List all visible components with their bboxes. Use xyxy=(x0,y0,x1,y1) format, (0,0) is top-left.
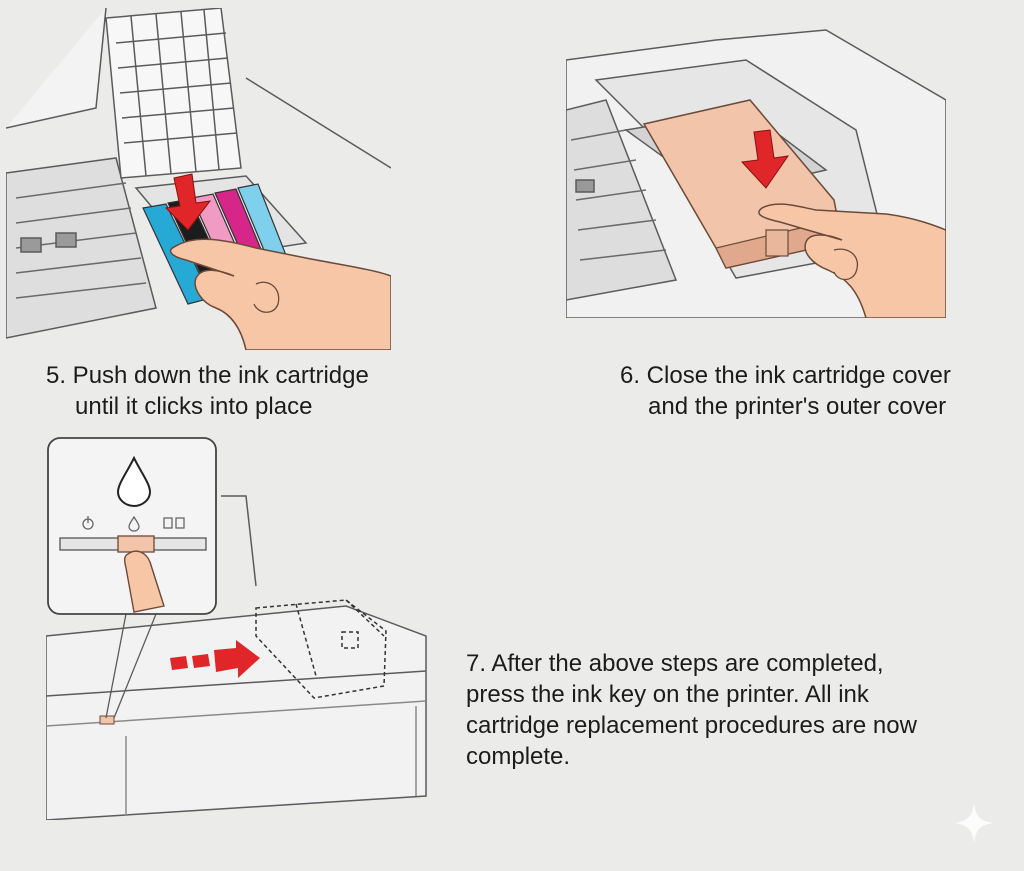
step5-line1: 5. Push down the ink cartridge xyxy=(46,362,369,389)
step6-line1: 6. Close the ink cartridge cover xyxy=(620,362,951,389)
step7-caption: 7. After the above steps are completed, … xyxy=(466,648,917,772)
ink-key xyxy=(117,535,155,553)
step6-illustration xyxy=(566,20,946,318)
slide-arrow xyxy=(170,640,260,678)
close-cover-arrow xyxy=(740,129,790,189)
step7-line3: cartridge replacement procedures are now xyxy=(466,712,917,739)
step7-line4: complete. xyxy=(466,743,571,770)
step7-line2: press the ink key on the printer. All in… xyxy=(466,681,869,708)
paper-icon xyxy=(163,517,173,529)
step7-illustration xyxy=(46,436,436,820)
step5-line2: until it clicks into place xyxy=(75,393,313,420)
ink-drop-icon xyxy=(116,455,152,508)
step6-caption: 6. Close the ink cartridge cover and the… xyxy=(620,360,951,422)
push-down-arrow xyxy=(164,173,212,231)
small-ink-drop-icon xyxy=(128,515,140,532)
step5-caption: 5. Push down the ink cartridge until it … xyxy=(46,360,369,422)
step6-line2: and the printer's outer cover xyxy=(648,393,947,420)
step5-illustration xyxy=(6,8,391,350)
step7-line1: 7. After the above steps are completed, xyxy=(466,650,884,677)
sparkle-icon xyxy=(952,801,996,850)
